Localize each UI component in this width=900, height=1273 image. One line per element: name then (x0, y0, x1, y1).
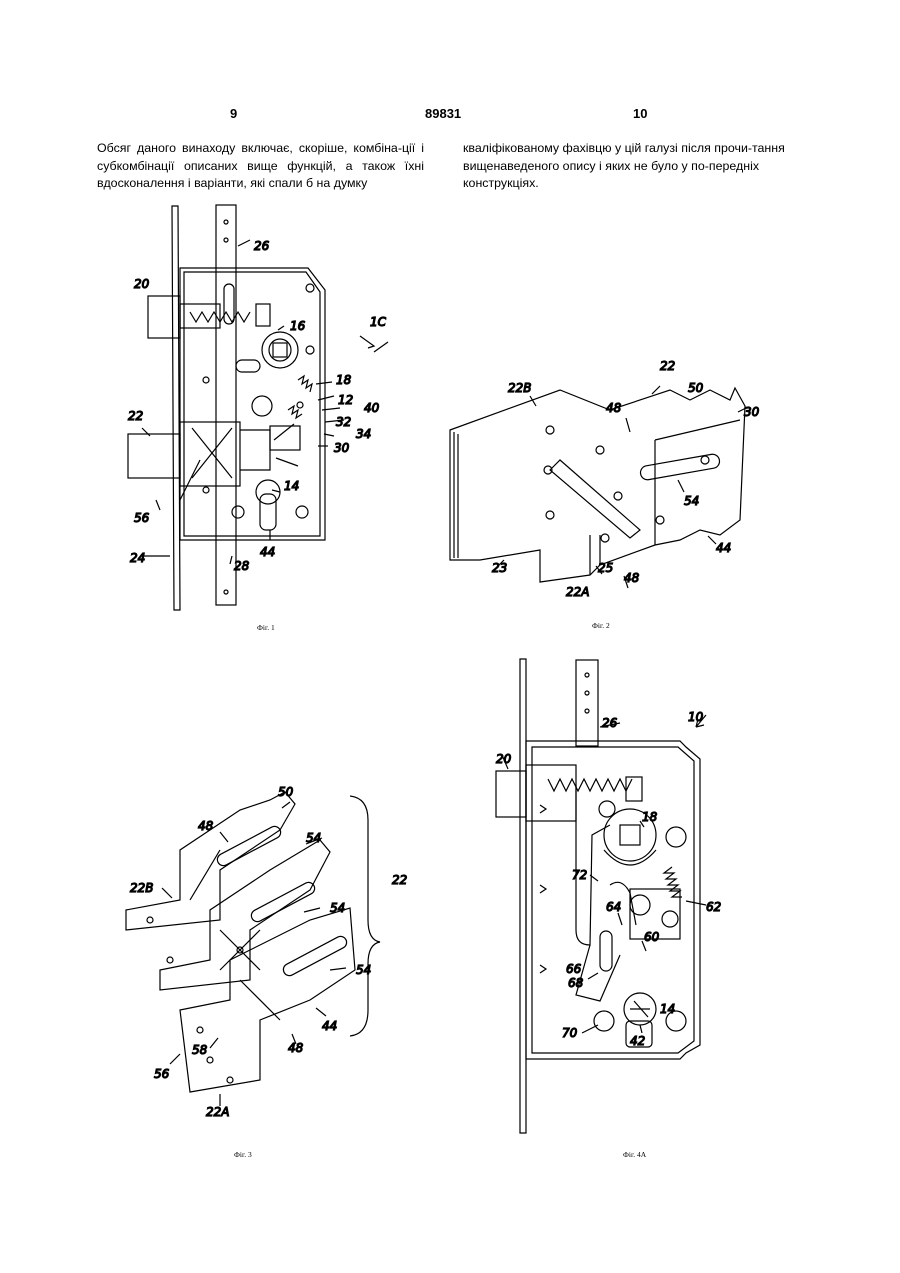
fig2-label-48-bottom: 48 (624, 571, 640, 585)
fig2-label-22a: 22A (566, 585, 589, 599)
fig2-label-44: 44 (716, 541, 731, 555)
fig1-label-1c: 1C (370, 315, 387, 329)
fig4a-label-62: 62 (706, 900, 721, 914)
fig1-label-56: 56 (134, 511, 150, 525)
fig4a-label-70: 70 (562, 1026, 578, 1040)
fig3-label-50: 50 (278, 785, 294, 799)
fig1-label-18: 18 (336, 373, 352, 387)
fig2-label-23: 23 (492, 561, 507, 575)
figure-1-caption: Фіг. 1 (257, 623, 275, 632)
fig3-label-22a: 22A (206, 1105, 229, 1119)
left-column-text: Обсяг даного винаходу включає, скоріше, … (97, 140, 424, 193)
fig3-label-48-top: 48 (198, 819, 214, 833)
fig3-label-54-middle: 54 (330, 901, 345, 915)
fig2-label-30: 30 (744, 405, 760, 419)
right-column-text: кваліфікованому фахівцю у цій галузі піс… (463, 140, 788, 193)
figure-3-caption: Фіг. 3 (234, 1150, 252, 1159)
fig2-label-22b: 22B (508, 381, 532, 395)
fig4a-label-20: 20 (496, 752, 512, 766)
fig4a-label-68: 68 (568, 976, 584, 990)
fig1-label-30: 30 (334, 441, 350, 455)
left-paragraph: Обсяг даного винаходу включає, скоріше, … (97, 140, 424, 193)
fig1-label-44: 44 (260, 545, 275, 559)
fig3-label-22b: 22B (130, 881, 154, 895)
figure-4a-caption: Фіг. 4А (623, 1150, 646, 1159)
figure-1-lock-assembly: 26 20 1C 16 18 12 40 32 34 30 22 14 56 4… (120, 200, 350, 620)
right-paragraph: кваліфікованому фахівцю у цій галузі піс… (463, 140, 788, 193)
fig1-label-22: 22 (128, 409, 143, 423)
fig3-label-54-top: 54 (306, 831, 321, 845)
fig4a-label-14: 14 (660, 1002, 675, 1016)
fig1-label-14: 14 (284, 479, 299, 493)
fig3-label-58: 58 (192, 1043, 208, 1057)
fig4a-label-60: 60 (644, 930, 660, 944)
fig3-label-48-bottom: 48 (288, 1041, 304, 1055)
fig1-label-28: 28 (234, 559, 250, 573)
fig3-label-22: 22 (392, 873, 407, 887)
fig3-label-56: 56 (154, 1067, 170, 1081)
fig1-label-20: 20 (134, 277, 150, 291)
fig4a-label-42: 42 (630, 1034, 645, 1048)
figure-3-latch-exploded: 50 48 54 22B 54 22 54 44 58 56 48 22A (110, 780, 430, 1140)
figure-2-caption: Фіг. 2 (592, 621, 610, 630)
fig2-label-22: 22 (660, 359, 675, 373)
fig2-label-48-top: 48 (606, 401, 622, 415)
fig4a-label-18: 18 (642, 810, 658, 824)
fig2-label-54: 54 (684, 494, 699, 508)
patent-number: 89831 (425, 106, 461, 121)
fig4a-label-10: 10 (688, 710, 704, 724)
page-number-left: 9 (230, 106, 237, 121)
fig4a-label-64: 64 (606, 900, 621, 914)
fig1-label-26: 26 (254, 239, 270, 253)
page-number-right: 10 (633, 106, 647, 121)
fig1-label-40: 40 (364, 401, 380, 415)
fig2-label-50: 50 (688, 381, 704, 395)
fig1-label-24: 24 (130, 551, 145, 565)
fig1-label-12: 12 (338, 393, 353, 407)
fig4a-label-66: 66 (566, 962, 582, 976)
fig4a-label-72: 72 (572, 868, 587, 882)
figure-4a-lock-mechanism: 26 10 20 18 72 62 64 60 66 68 14 70 42 (480, 655, 730, 1145)
figure-2-latch-perspective: 22 50 22B 48 30 54 23 25 48 22A 44 (440, 360, 770, 610)
fig1-label-32: 32 (336, 415, 351, 429)
fig3-label-54-bottom: 54 (356, 963, 371, 977)
fig2-label-25: 25 (598, 561, 613, 575)
fig1-label-34: 34 (356, 427, 371, 441)
fig3-label-44: 44 (322, 1019, 337, 1033)
fig1-label-16: 16 (290, 319, 306, 333)
fig4a-label-26: 26 (602, 716, 618, 730)
